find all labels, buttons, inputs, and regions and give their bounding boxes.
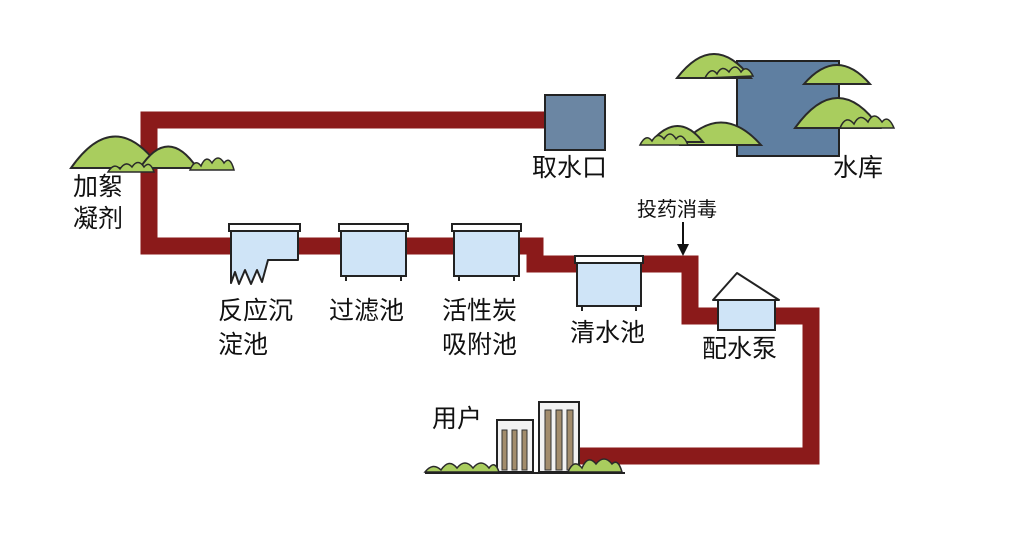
building-window (555, 409, 563, 471)
label-disinfect: 投药消毒 (637, 197, 717, 221)
label-filter: 过滤池 (329, 296, 405, 325)
building-window (521, 429, 528, 471)
building-window (544, 409, 552, 471)
reservoir-trees (638, 53, 896, 146)
tank-body (230, 230, 299, 285)
tank-rim (451, 223, 522, 232)
ground-grass (423, 462, 501, 473)
coagulant-trees (69, 135, 235, 173)
label-pump: 配水泵 (702, 334, 778, 363)
ground-grass (566, 458, 623, 473)
tank-body (576, 262, 642, 307)
label-sedimentation-1: 反应沉 (218, 296, 294, 325)
user-grass (423, 458, 625, 474)
user-buildings (496, 401, 580, 473)
tank-body (453, 230, 520, 277)
label-coagulant-2: 凝剂 (73, 204, 124, 233)
building-window (511, 429, 518, 471)
building-window (501, 429, 508, 471)
filter-tank (338, 223, 409, 281)
pump-house (712, 272, 780, 331)
tank-legs (581, 306, 637, 311)
disinfect-arrow-icon (677, 222, 689, 256)
tank-rim (574, 255, 644, 264)
building-window (566, 409, 574, 471)
label-clear-water: 清水池 (570, 318, 646, 347)
tank-rim (228, 223, 301, 232)
pump-body (717, 299, 776, 331)
tank-rim (338, 223, 409, 232)
tree-shrub (188, 157, 235, 171)
label-reservoir: 水库 (833, 153, 884, 182)
carbon-tank (451, 223, 522, 281)
clear-water-tank (574, 255, 644, 311)
tree-mound (801, 64, 873, 85)
tree-shrub (638, 133, 690, 146)
label-carbon-1: 活性炭 (442, 296, 518, 325)
pump-roof (712, 272, 780, 301)
label-carbon-2: 吸附池 (442, 330, 518, 359)
tank-legs (345, 276, 402, 281)
intake-block (544, 94, 606, 151)
sedimentation-tank (228, 223, 301, 285)
label-intake: 取水口 (532, 153, 608, 182)
ground-grass (106, 161, 156, 173)
tree-shrub (703, 66, 755, 79)
tank-body (340, 230, 407, 277)
label-users: 用户 (432, 404, 483, 433)
label-sedimentation-2: 淀池 (218, 330, 269, 359)
tree-shrub (838, 115, 896, 129)
label-coagulant-1: 加絮 (73, 172, 124, 201)
tank-legs (458, 276, 515, 281)
